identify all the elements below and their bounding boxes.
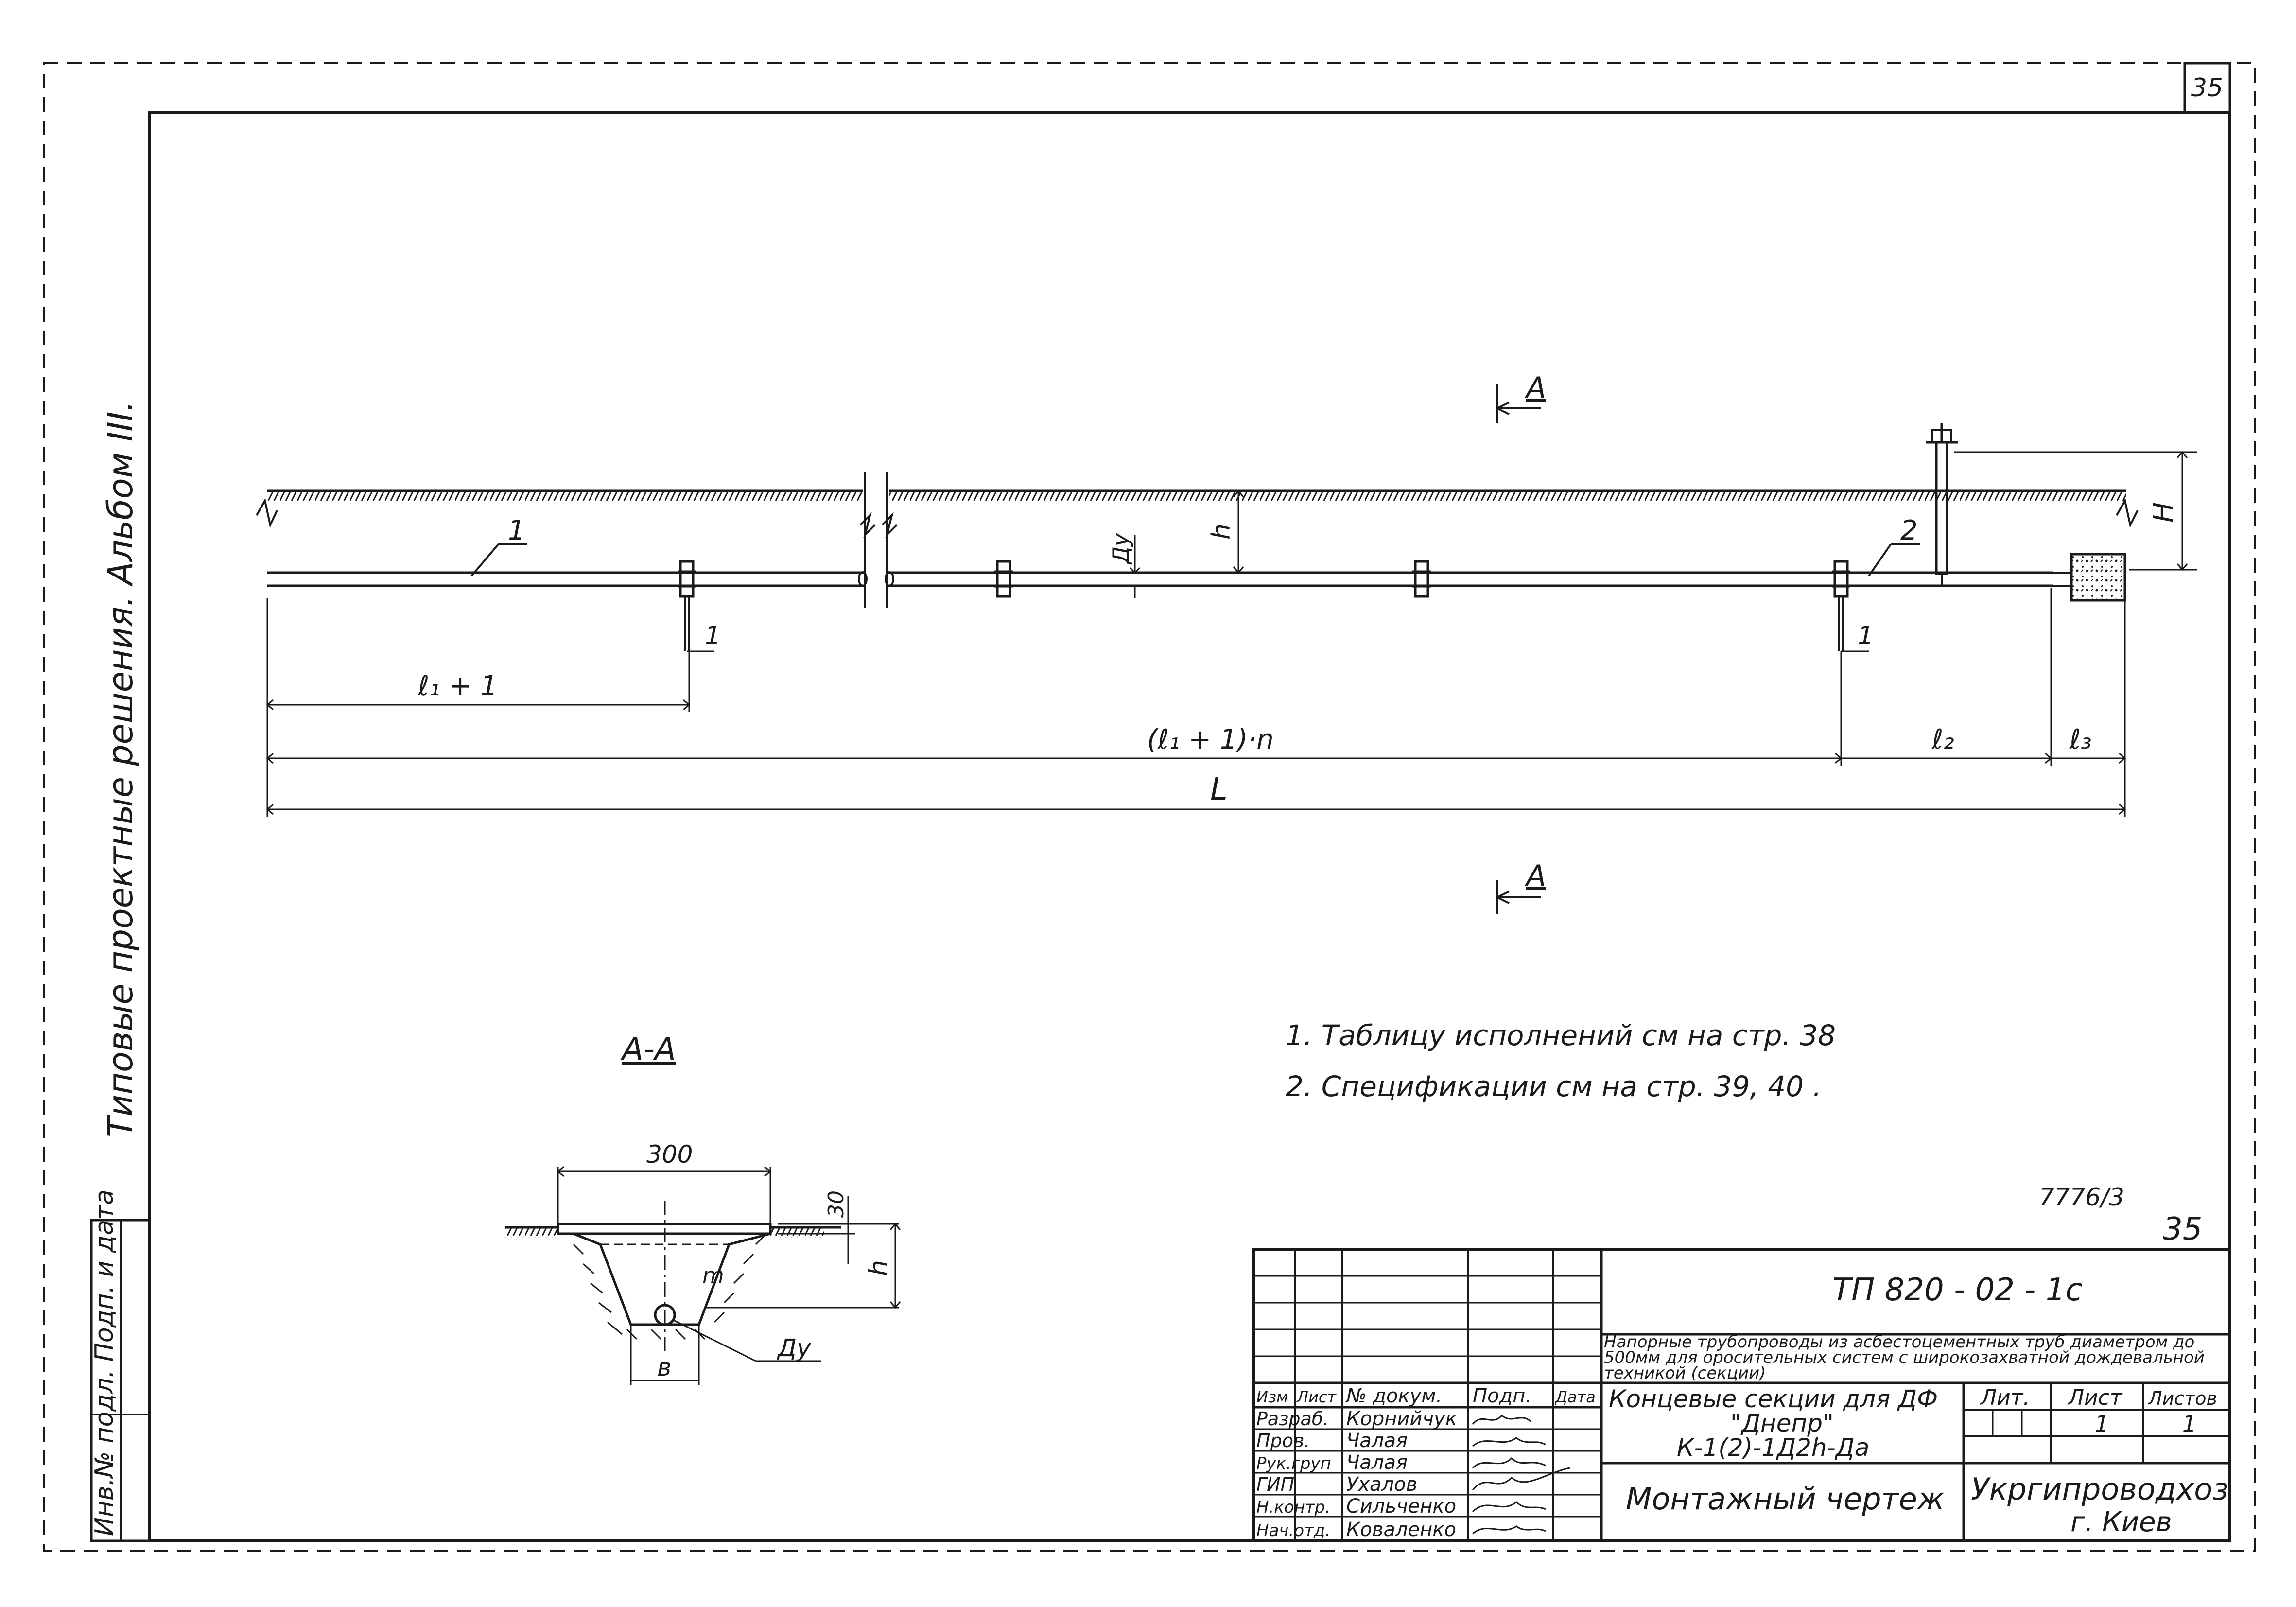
- section-depth-dim: 30: [824, 1190, 849, 1218]
- dim-L-label: L: [1210, 771, 1228, 807]
- section-marker-bottom: А: [1496, 859, 1546, 914]
- riser-height-dim: H: [1954, 451, 2197, 571]
- section-width-dim: 300: [646, 1140, 693, 1169]
- album-label: Типовые проектные решения. Альбом III.: [101, 401, 140, 1137]
- header-sign: Подп.: [1473, 1385, 1531, 1407]
- section-bottom-dim: в: [657, 1353, 671, 1381]
- hydrant-riser: [1926, 423, 1958, 586]
- pipeline-elevation: А А 1 2 1 1: [256, 371, 2197, 914]
- svg-text:2: 2: [1900, 515, 1918, 546]
- pipe-diameter-dim: Ду: [1108, 533, 1141, 598]
- section-height-dim: h: [864, 1260, 893, 1276]
- sheet-frame: [43, 62, 2256, 1552]
- project-title: Напорные трубопроводы из асбестоцементны…: [1604, 1334, 2205, 1383]
- pipe: [267, 571, 2053, 587]
- sheet-value: 1: [2095, 1411, 2109, 1437]
- sheets-value: 1: [2182, 1411, 2196, 1437]
- name-2: Чалая: [1346, 1451, 1408, 1474]
- coupling-1: [678, 560, 696, 598]
- dim-l1-label: ℓ₁ + 1: [417, 670, 498, 702]
- svg-text:H: H: [2148, 502, 2179, 523]
- section-pipe-label: Ду: [777, 1334, 812, 1362]
- ground-hatch-right: [889, 491, 2126, 502]
- order-number: 7776/3: [2039, 1183, 2124, 1211]
- drawing-type: Монтажный чертеж: [1626, 1481, 1945, 1517]
- corner-page-box: [2183, 62, 2231, 114]
- svg-text:1: 1: [705, 621, 721, 650]
- name-1: Чалая: [1346, 1430, 1408, 1452]
- dimension-chain: ℓ₁ + 1 (ℓ₁ + 1)·n ℓ₂ ℓ₃ L: [266, 588, 2126, 817]
- dim-l1n-label: (ℓ₁ + 1)·n: [1147, 724, 1274, 755]
- note-2: 2. Спецификации см на стр. 39, 40 .: [1286, 1070, 1822, 1103]
- coupling-2: [994, 560, 1013, 598]
- role-5: Нач.отд.: [1256, 1521, 1330, 1540]
- section-title: А-А: [620, 1031, 676, 1067]
- name-5: Коваленко: [1346, 1519, 1456, 1541]
- role-4: Н.контр.: [1256, 1498, 1330, 1517]
- sheets-label: Листов: [2147, 1388, 2217, 1409]
- sheet-label: Лист: [2067, 1385, 2123, 1410]
- coupling-4: [1832, 560, 1850, 598]
- svg-text:h: h: [1207, 524, 1236, 540]
- corner-page-number: 35: [2191, 73, 2223, 103]
- svg-text:1: 1: [1858, 621, 1874, 650]
- section-label-bottom: А: [1524, 859, 1546, 893]
- support-left: 1: [684, 597, 721, 652]
- title-block: Изм Лист № докум. Подп. Дата Разраб. Кор…: [1252, 1248, 2231, 1542]
- concrete-stop: [2053, 553, 2126, 602]
- callout-2: 2: [1868, 515, 1920, 577]
- name-3: Ухалов: [1346, 1473, 1417, 1496]
- lit-label: Лит.: [1980, 1385, 2030, 1410]
- svg-text:Ду: Ду: [1108, 533, 1134, 565]
- role-3: ГИП: [1256, 1474, 1294, 1495]
- ground-hatch-left: [267, 491, 863, 502]
- notes: 1. Таблицу исполнений см на стр. 38 2. С…: [1286, 1019, 1836, 1103]
- coupling-3: [1412, 560, 1431, 598]
- note-1: 1. Таблицу исполнений см на стр. 38: [1286, 1019, 1836, 1052]
- organization: Укргипроводхоз: [1971, 1471, 2228, 1507]
- page-number: 35: [2163, 1211, 2202, 1247]
- role-0: Разраб.: [1256, 1408, 1329, 1430]
- header-list: Лист: [1296, 1388, 1337, 1406]
- city: г. Киев: [2070, 1506, 2172, 1538]
- svg-text:1: 1: [508, 515, 525, 546]
- sheet-title-line3: К-1(2)-1Д2h-Да: [1677, 1433, 1869, 1462]
- doc-code: ТП 820 - 02 - 1с: [1832, 1272, 2083, 1308]
- dim-l3-label: ℓ₃: [2069, 724, 2092, 755]
- name-4: Сильченко: [1346, 1495, 1456, 1518]
- inventory-label: Инв.№ подл. Подп. и дата: [90, 1189, 119, 1536]
- sheet-title-line1: Концевые секции для ДФ: [1609, 1385, 1938, 1413]
- callout-1: 1: [470, 515, 527, 577]
- header-date: Дата: [1554, 1388, 1596, 1406]
- section-slope-label: m: [702, 1262, 724, 1289]
- section-marker-top: А: [1496, 371, 1546, 423]
- section-label-top: А: [1524, 371, 1546, 405]
- role-1: Пров.: [1256, 1430, 1310, 1451]
- name-0: Корнийчук: [1346, 1408, 1457, 1430]
- dim-l2-label: ℓ₂: [1931, 724, 1954, 755]
- depth-dim: h: [1207, 489, 1244, 574]
- sheet-title-line2: "Днепр": [1730, 1409, 1834, 1437]
- role-2: Рук.груп: [1256, 1454, 1331, 1473]
- signatures: [1472, 1414, 1570, 1535]
- support-right: 1: [1838, 597, 1874, 652]
- header-izm: Изм: [1256, 1388, 1288, 1406]
- trench-section: А-А 300 30 h в: [505, 1031, 901, 1385]
- header-doc: № докум.: [1345, 1385, 1442, 1407]
